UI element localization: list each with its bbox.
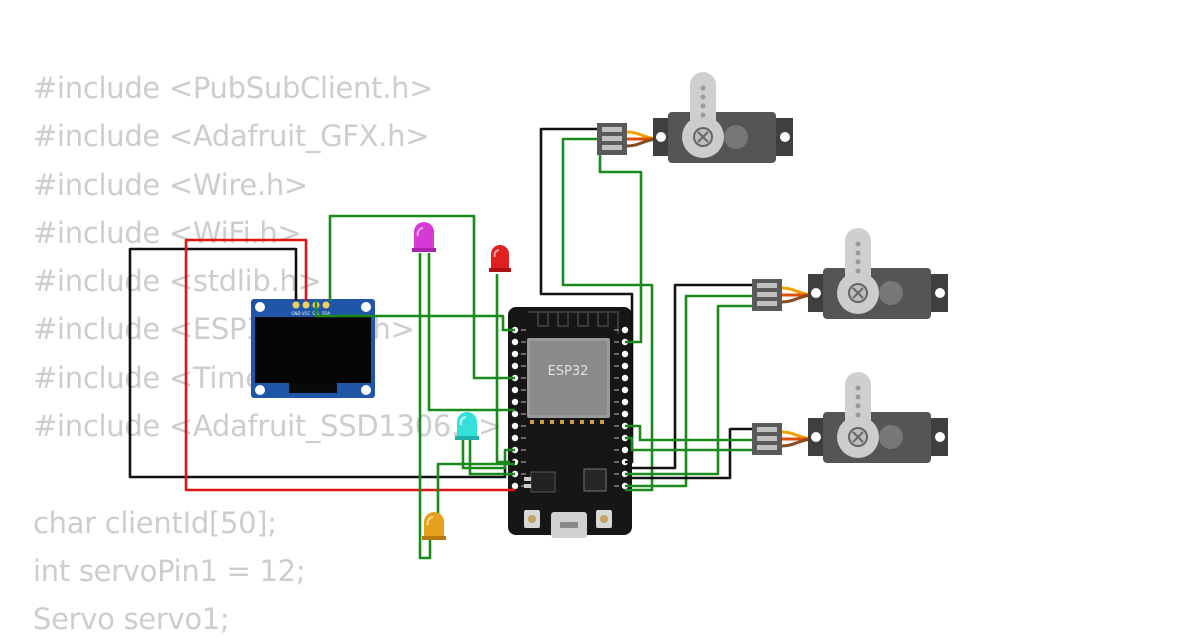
wire-oled-vcc[interactable] [184, 238, 515, 492]
code-line: #include <Adafruit_GFX.h> [33, 119, 430, 154]
wire-servo3-vcc[interactable] [625, 424, 755, 442]
servo-1[interactable] [597, 72, 793, 163]
esp32-usb-port [551, 512, 587, 538]
wire-led-cyan-1[interactable] [461, 438, 515, 470]
wire-oled-scl[interactable] [314, 301, 515, 332]
wire-led-magenta-anode[interactable] [427, 253, 515, 412]
oled-pins [292, 301, 330, 309]
esp32-left-header [511, 326, 519, 490]
led-magenta[interactable] [412, 222, 436, 252]
code-line: #include <PubSubClient.h> [33, 71, 434, 105]
wire-servo3-signal[interactable] [625, 436, 755, 452]
esp32-silkscreen [521, 329, 619, 487]
esp32-reset-button[interactable] [596, 510, 612, 528]
wire-servo1-vcc[interactable] [561, 137, 654, 492]
code-background: #include <PubSubClient.h> #include <Adaf… [33, 64, 502, 644]
code-line: char clientId[50]; [33, 505, 277, 540]
led-red[interactable] [489, 245, 511, 272]
wire-servo1-signal[interactable] [598, 150, 643, 344]
code-line: #include <WiFi.h> [33, 215, 302, 250]
oled-ribbon [289, 383, 337, 393]
esp32-regulator [524, 471, 556, 493]
esp32-usb-chip [583, 468, 607, 492]
code-line: int servoPin1 = 12; [33, 553, 306, 588]
wire-servo2-signal[interactable] [625, 304, 755, 476]
esp32-boot-button[interactable] [524, 510, 540, 528]
circuit-diagram: ESP32 [128, 72, 948, 560]
led-yellow[interactable] [422, 512, 446, 540]
wire-oled-sda[interactable] [328, 214, 515, 380]
oled-screen [255, 317, 371, 383]
esp32-module: ESP32 [527, 338, 610, 424]
servo-2[interactable] [752, 228, 948, 319]
oled-pin-label-vcc: VCC [302, 311, 311, 316]
led-cyan[interactable] [455, 412, 479, 440]
servo-3[interactable] [752, 372, 948, 463]
oled-pin-label-gnd: GND [291, 311, 300, 316]
wire-servo2-gnd[interactable] [625, 283, 755, 470]
wire-servo1-gnd[interactable] [539, 127, 634, 464]
wire-servo2-vcc[interactable] [625, 294, 755, 488]
esp32-antenna [528, 311, 619, 334]
wire-servo3-gnd[interactable] [625, 427, 755, 480]
oled-pin-label-sda: SDA [322, 311, 331, 316]
esp32-board[interactable]: ESP32 [508, 307, 632, 538]
wire-led-cyan-2[interactable] [468, 440, 515, 476]
esp32-chip-label: ESP32 [548, 364, 589, 379]
code-line: #include <Adafruit_SSD1306.h> [33, 409, 502, 444]
oled-display[interactable]: GND VCC SCL SDA [251, 299, 375, 398]
wire-led-magenta-cathode[interactable] [418, 253, 432, 560]
code-line: #include <Wire.h> [33, 167, 308, 202]
